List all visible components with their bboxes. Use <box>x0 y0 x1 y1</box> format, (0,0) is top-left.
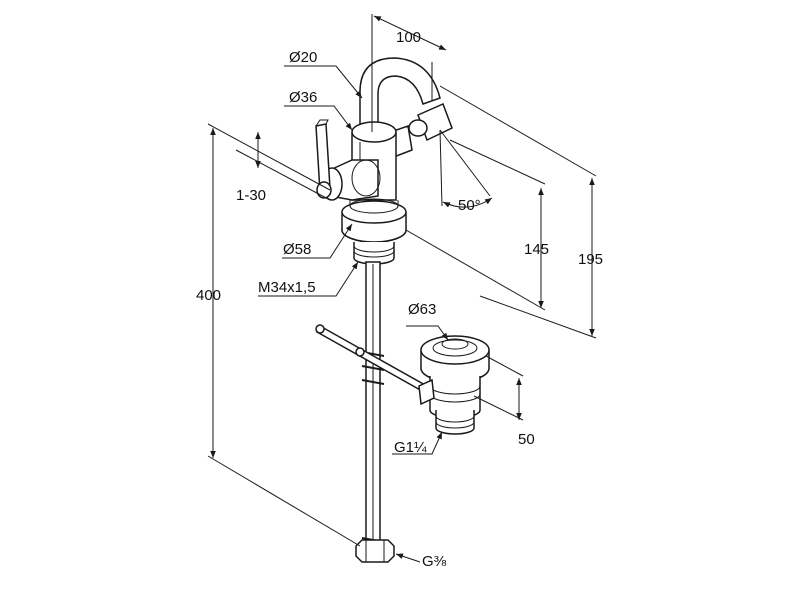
labels: Ø20 Ø36 100 1-30 50° Ø58 M34x1,5 400 145… <box>196 29 603 570</box>
threaded-shank <box>353 242 395 265</box>
label-height-195: 195 <box>578 251 603 268</box>
label-d58: Ø58 <box>283 241 311 258</box>
label-thread: M34x1,5 <box>258 279 316 296</box>
label-height-145: 145 <box>524 241 549 258</box>
ball-joint <box>408 119 428 137</box>
waste-fitting <box>418 335 490 435</box>
label-g38: G⅜ <box>422 553 447 570</box>
hose-fitting <box>355 539 395 563</box>
label-lever-range: 1-30 <box>236 187 266 204</box>
label-d63: Ø63 <box>408 301 436 318</box>
faucet <box>315 57 490 563</box>
label-width-100: 100 <box>396 29 421 46</box>
spout <box>359 57 441 131</box>
label-angle: 50° <box>458 197 481 214</box>
label-d20: Ø20 <box>289 49 317 66</box>
label-d36: Ø36 <box>289 89 317 106</box>
label-height-400: 400 <box>196 287 221 304</box>
dimensions <box>207 14 597 563</box>
label-waste-50: 50 <box>518 431 535 448</box>
label-g114: G1¼ <box>394 439 427 456</box>
